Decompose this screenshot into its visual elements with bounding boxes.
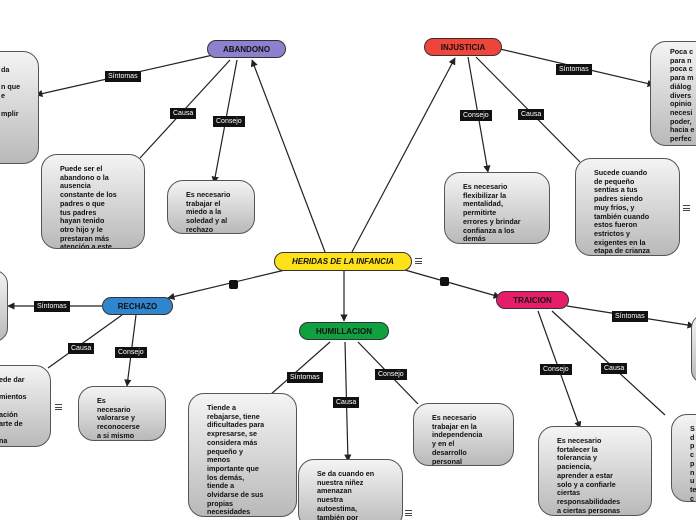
link-central-rechazo bbox=[167, 269, 286, 300]
link-label-causa: Causa bbox=[68, 343, 95, 354]
link-central-traicion bbox=[404, 269, 501, 299]
topic-abandono[interactable]: ABANDONO bbox=[207, 40, 286, 58]
relation-handle[interactable] bbox=[440, 277, 449, 286]
relation-handle[interactable] bbox=[229, 280, 238, 289]
abandono-causa-box[interactable]: Puede ser el abandono o la ausencia cons… bbox=[41, 154, 145, 249]
link-label-sintomas: Síntomas bbox=[34, 301, 70, 312]
link-label-consejo: Consejo bbox=[115, 347, 147, 358]
link-central-injusticia bbox=[351, 57, 456, 253]
humillacion-sintomas-box[interactable]: Tiende a rebajarse, tiene dificultades p… bbox=[188, 393, 297, 517]
topic-traicion[interactable]: TRAICION bbox=[496, 291, 569, 309]
central-topic[interactable]: HERIDAS DE LA INFANCIA bbox=[274, 252, 412, 271]
link-label-sintomas: Síntomas bbox=[612, 311, 648, 322]
rechazo-sintomas-box[interactable] bbox=[0, 270, 8, 342]
link-label-sintomas: Síntomas bbox=[287, 372, 323, 383]
note-icon[interactable] bbox=[683, 205, 690, 211]
topic-rechazo[interactable]: RECHAZO bbox=[102, 297, 173, 315]
link-label-consejo: Consejo bbox=[460, 110, 492, 121]
note-icon[interactable] bbox=[415, 258, 422, 264]
abandono-consejo-box[interactable]: Es necesario trabajar el miedo a la sole… bbox=[167, 180, 255, 234]
traicion-causa-box[interactable]: S d p c p n u te c el bbox=[671, 414, 696, 502]
link-label-sintomas: Síntomas bbox=[556, 64, 592, 75]
link-label-causa: Causa bbox=[601, 363, 628, 374]
link-central-abandono bbox=[250, 59, 326, 253]
injusticia-causa-box[interactable]: Sucede cuando de pequeño sentías a tus p… bbox=[575, 158, 680, 256]
rechazo-consejo-box[interactable]: Es necesario valorarse y reconocerse a s… bbox=[78, 386, 166, 441]
humillacion-causa-box[interactable]: Se da cuando en nuestra niñez amenazan n… bbox=[298, 459, 403, 520]
link-label-consejo: Consejo bbox=[375, 369, 407, 380]
injusticia-consejo-box[interactable]: Es necesario flexibilizar la mentalidad,… bbox=[444, 172, 550, 244]
rechazo-causa-box[interactable]: ede dar mientos ación arte de na bbox=[0, 365, 51, 447]
injusticia-sintomas-box[interactable]: Poca c para n poca c para m diálog diver… bbox=[650, 41, 696, 146]
link-label-causa: Causa bbox=[170, 108, 197, 119]
link-label-causa: Causa bbox=[333, 397, 360, 408]
note-icon[interactable] bbox=[55, 404, 62, 410]
abandono-sintomas-box[interactable]: da n que e mplir bbox=[0, 51, 39, 164]
traicion-sintomas-box[interactable] bbox=[691, 314, 696, 384]
topic-humillacion[interactable]: HUMILLACION bbox=[299, 322, 389, 340]
link-label-consejo: Consejo bbox=[213, 116, 245, 127]
traicion-consejo-box[interactable]: Es necesario fortalecer la tolerancia y … bbox=[538, 426, 652, 516]
humillacion-consejo-box[interactable]: Es necesario trabajar en la independenci… bbox=[413, 403, 514, 466]
topic-injusticia[interactable]: INJUSTICIA bbox=[424, 38, 502, 56]
note-icon[interactable] bbox=[405, 510, 412, 516]
link-label-consejo: Consejo bbox=[540, 364, 572, 375]
link-label-sintomas: Síntomas bbox=[105, 71, 141, 82]
link-label-causa: Causa bbox=[518, 109, 545, 120]
